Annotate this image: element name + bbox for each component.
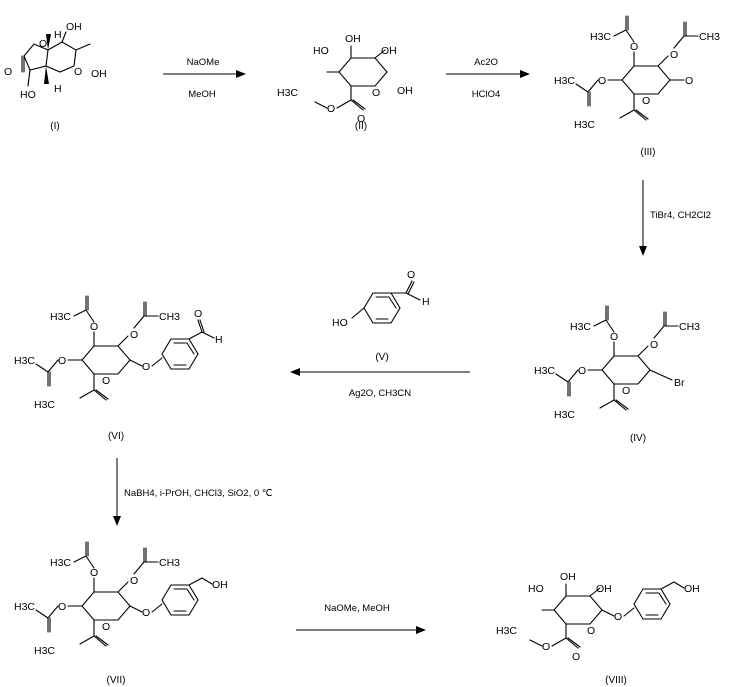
compound-viii-hydroxyl-right: OH (596, 583, 612, 595)
compound-iv-acetoxy-oxygen-c: O (578, 365, 586, 377)
compound-vii-ring-oxygen: O (102, 621, 110, 633)
compound-v-label: (V) (375, 352, 388, 363)
step6-conditions: NaOMe, MeOH (324, 603, 390, 614)
compound-viii-carbonyl-oxygen: O (572, 651, 580, 663)
compound-iii: O O O O O H3C CH3 H3C H3C (III) (554, 15, 720, 158)
compound-iii-label: (III) (641, 147, 656, 158)
compound-iii-ester-methyl: H3C (574, 119, 595, 131)
compound-iv-bromine: Br (674, 377, 685, 389)
compound-viii-methyl: H3C (496, 625, 517, 637)
compound-vii-label: (VII) (107, 675, 126, 686)
compound-iv-acetoxy-oxygen-b: O (650, 339, 658, 351)
compound-viii-label: (VIII) (605, 675, 627, 686)
arrow-step6: NaOMe, MeOH (296, 603, 426, 634)
compound-ii-carbonyl-oxygen: O (357, 113, 365, 125)
compound-vi-methyl-c: H3C (14, 355, 35, 367)
compound-vii-ester-methyl: H3C (34, 645, 55, 657)
compound-iv-ring-oxygen: O (622, 385, 630, 397)
compound-viii: O O HO OH OH OH O O H3C (VIII) (496, 571, 700, 686)
compound-iv-methyl-c: H3C (534, 365, 555, 377)
arrow-step2: Ac2O HClO4 (446, 57, 530, 100)
compound-i-hydroxyl-right: OH (91, 68, 107, 80)
step1-solvent: MeOH (188, 89, 216, 100)
compound-iii-acetoxy-oxygen-c: O (598, 75, 606, 87)
compound-i: O O OH OH HO H H O (I) (4, 21, 107, 132)
step5-conditions: NaBH4, i-PrOH, CHCl3, SiO2, 0 ℃ (124, 488, 273, 499)
compound-viii-benzylic-hydroxyl: OH (684, 583, 700, 595)
compound-viii-ester-oxygen: O (542, 641, 550, 653)
compound-ii-ring-oxygen: O (372, 87, 380, 99)
compound-vi-methyl-b: CH3 (159, 311, 180, 323)
compound-iv-acetoxy-oxygen-a: O (610, 331, 618, 343)
compound-iv-methyl-b: CH3 (679, 321, 700, 333)
compound-vii-acetoxy-oxygen-a: O (90, 567, 98, 579)
compound-iii-methyl-b: CH3 (699, 31, 720, 43)
compound-vi-label: (VI) (108, 431, 124, 442)
compound-v: HO O H (V) (332, 269, 430, 363)
compound-vi-acetoxy-oxygen-c: O (58, 355, 66, 367)
compound-iii-acetoxy-oxygen-d: O (685, 75, 693, 87)
compound-i-hydrogen-top: H (54, 29, 62, 41)
compound-vii-methyl-c: H3C (14, 601, 35, 613)
compound-vii-methyl-b: CH3 (159, 557, 180, 569)
compound-vii-acetoxy-oxygen-c: O (58, 601, 66, 613)
compound-vii-hydroxyl: OH (212, 579, 228, 591)
arrow-step4: Ag2O, CH3CN (290, 368, 470, 399)
compound-vi: O O O H O O O H3C CH3 H3C H3C (VI) (14, 295, 223, 442)
compound-vii-acetoxy-oxygen-b: O (130, 575, 138, 587)
compound-i-label: (I) (50, 121, 59, 132)
compound-vii: O O OH O O O H3C CH3 H3C H3C (VII) (14, 541, 228, 686)
compound-iv: O Br O O O H3C CH3 H3C H3C (IV) (534, 305, 700, 444)
compound-i-hydrogen-bottom: H (54, 83, 62, 95)
compound-ii-ester-oxygen: O (327, 103, 335, 115)
compound-ii-methyl: H3C (277, 87, 298, 99)
compound-vi-aldehyde-oxygen: O (194, 308, 202, 320)
compound-vi-methyl-a: H3C (50, 311, 71, 323)
compound-iv-ester-methyl: H3C (554, 409, 575, 421)
compound-iii-acetoxy-oxygen-b: O (670, 49, 678, 61)
compound-iii-ring-oxygen: O (642, 95, 650, 107)
compound-i-hydroxyl-top: OH (66, 21, 82, 33)
compound-vi-ester-methyl: H3C (34, 399, 55, 411)
arrow-step1: NaOMe MeOH (163, 57, 246, 100)
step3-conditions: TiBr4, CH2Cl2 (650, 210, 711, 221)
arrow-step3: TiBr4, CH2Cl2 (639, 180, 711, 256)
compound-vi-acetoxy-oxygen-a: O (90, 321, 98, 333)
compound-i-carbonyl-oxygen: O (4, 66, 12, 78)
step2-catalyst: HClO4 (472, 89, 501, 100)
compound-ii-hydroxyl-top: OH (345, 33, 361, 45)
compound-vii-glycosidic-oxygen: O (142, 607, 150, 619)
compound-ii-hydroxyl-right: OH (381, 45, 397, 57)
compound-iv-methyl-a: H3C (570, 321, 591, 333)
compound-ii-label: (II) (355, 121, 367, 132)
compound-vi-ring-oxygen: O (102, 375, 110, 387)
compound-vi-glycosidic-oxygen: O (142, 361, 150, 373)
compound-vi-aldehyde-hydrogen: H (215, 334, 223, 346)
step1-reagent: NaOMe (187, 57, 220, 68)
compound-iii-acetoxy-oxygen-a: O (630, 41, 638, 53)
arrow-step5: NaBH4, i-PrOH, CHCl3, SiO2, 0 ℃ (113, 458, 273, 526)
compound-v-hydroxyl: HO (332, 317, 348, 329)
compound-i-hydroxyl-bottom: HO (20, 89, 36, 101)
compound-i-ring-oxygen-b: O (74, 66, 82, 78)
step2-reagent: Ac2O (474, 57, 498, 68)
compound-viii-glycosidic-oxygen: O (614, 611, 622, 623)
compound-ii-hydroxyl-anomeric: OH (397, 85, 413, 97)
compound-vii-methyl-a: H3C (50, 557, 71, 569)
compound-viii-hydroxyl-left: HO (528, 583, 544, 595)
compound-viii-ring-oxygen: O (587, 625, 595, 637)
compound-ii: O HO OH OH OH O O H3C (II) (277, 33, 413, 132)
compound-v-aldehyde-hydrogen: H (422, 296, 430, 308)
compound-iii-methyl-c: H3C (554, 75, 575, 87)
step4-conditions: Ag2O, CH3CN (349, 388, 411, 399)
compound-ii-hydroxyl-left: HO (313, 45, 329, 57)
compound-i-ring-oxygen-a: O (39, 38, 47, 50)
compound-v-aldehyde-oxygen: O (407, 269, 415, 281)
compound-iv-label: (IV) (630, 433, 646, 444)
compound-iii-methyl-a: H3C (590, 31, 611, 43)
compound-viii-hydroxyl-top: OH (560, 571, 576, 583)
compound-vi-acetoxy-oxygen-b: O (130, 329, 138, 341)
